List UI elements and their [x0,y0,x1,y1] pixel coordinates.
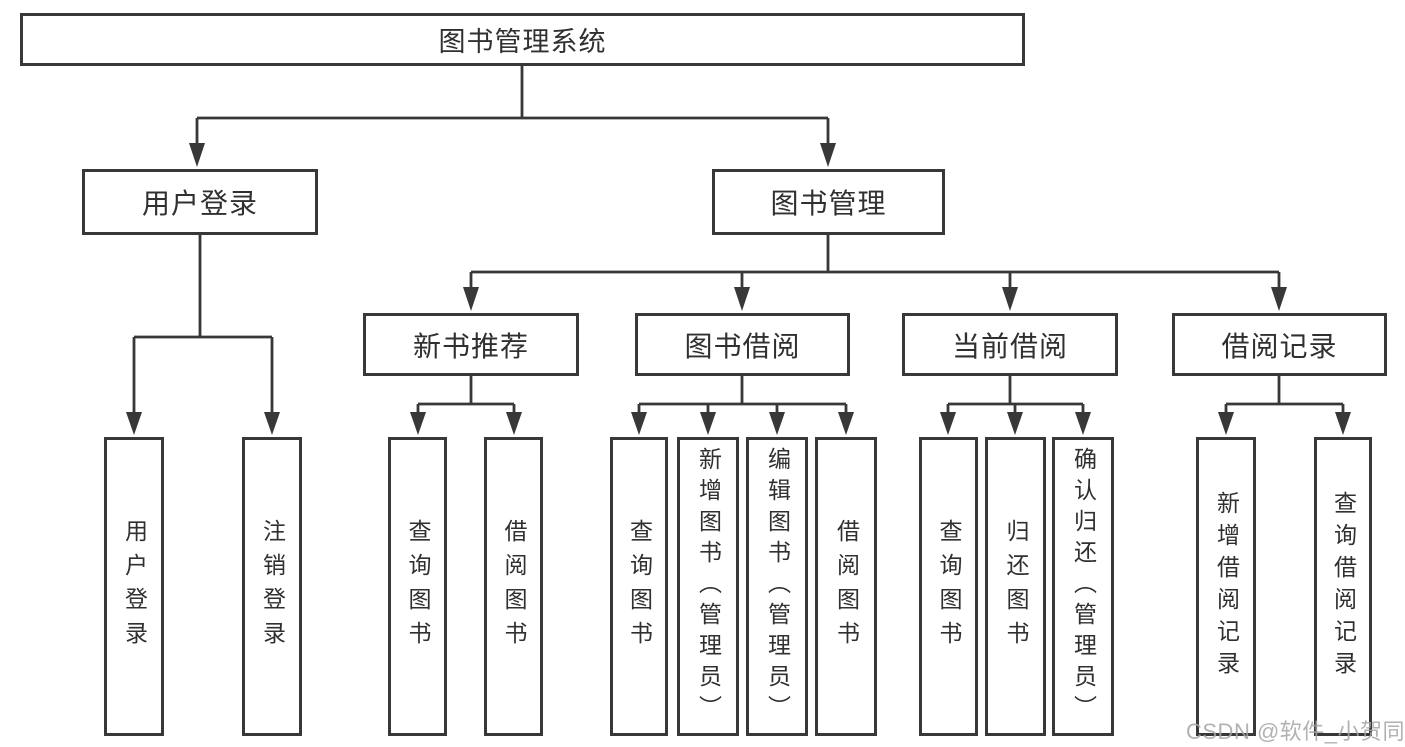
leaf-query-borrow-record: 查询借阅记录 [1314,437,1372,736]
arrowhead-icon [1075,412,1091,435]
node-label: 借阅图书 [833,518,860,655]
leaf-query-books-current: 查询图书 [919,437,978,736]
node-borrowing-records: 借阅记录 [1172,313,1387,376]
leaf-add-borrow-record: 新增借阅记录 [1196,437,1256,736]
arrowhead-icon [820,143,836,167]
node-library-system: 图书管理系统 [20,13,1025,66]
arrowhead-icon [410,412,426,435]
node-label: 用户登录 [141,188,258,219]
leaf-user-login: 用户登录 [104,437,164,736]
leaf-edit-book-admin: 编辑图书（管理员） [746,437,808,736]
node-label: 确认归还（管理员） [1070,447,1097,726]
node-user-login: 用户登录 [82,169,318,235]
leaf-borrow-books-recommend: 借阅图书 [484,437,543,736]
node-label: 编辑图书（管理员） [764,447,791,726]
leaf-query-books-borrowing: 查询图书 [610,437,668,736]
leaf-add-book-admin: 新增图书（管理员） [677,437,739,736]
node-label: 借阅记录 [1221,330,1338,362]
node-label: 图书管理系统 [438,27,607,57]
node-label: 图书借阅 [684,330,801,362]
node-label: 查询图书 [626,518,653,655]
arrowhead-icon [1218,412,1234,435]
arrowhead-icon [940,412,956,435]
node-label: 图书管理 [770,188,887,219]
node-label: 查询借阅记录 [1330,490,1357,683]
arrowhead-icon [838,412,854,435]
watermark: CSDN @软件_小贺同学 [1186,719,1405,744]
arrowhead-icon [1007,412,1023,435]
node-new-book-recommendation: 新书推荐 [363,313,579,376]
node-label: 当前借阅 [951,330,1068,362]
node-label: 用户登录 [121,518,148,655]
arrowhead-icon [1002,287,1018,311]
node-label: 归还图书 [1003,518,1029,655]
leaf-query-books-recommend: 查询图书 [388,437,447,736]
node-book-borrowing: 图书借阅 [635,313,850,376]
node-label: 新书推荐 [412,330,529,362]
arrowhead-icon [264,412,280,435]
node-book-management: 图书管理 [712,169,945,235]
leaf-logout: 注销登录 [242,437,302,736]
leaf-confirm-return-admin: 确认归还（管理员） [1052,437,1114,736]
node-label: 查询图书 [405,518,431,655]
arrowhead-icon [1335,412,1351,435]
arrowhead-icon [769,412,785,435]
node-label: 新增图书（管理员） [695,447,722,726]
arrowhead-icon [700,412,716,435]
arrowhead-icon [463,287,479,311]
node-current-borrowing: 当前借阅 [902,313,1118,376]
node-label: 借阅图书 [501,518,527,655]
node-label: 注销登录 [259,518,286,655]
arrowhead-icon [126,412,142,435]
arrowhead-icon [506,412,522,435]
node-label: 查询图书 [936,518,962,655]
arrowhead-icon [1271,287,1287,311]
arrowhead-icon [734,287,750,311]
leaf-return-books: 归还图书 [985,437,1046,736]
arrowhead-icon [631,412,647,435]
node-label: 新增借阅记录 [1213,490,1240,683]
tree-edges [132,66,1345,414]
leaf-borrow-books: 借阅图书 [815,437,877,736]
arrowhead-icon [189,143,205,167]
